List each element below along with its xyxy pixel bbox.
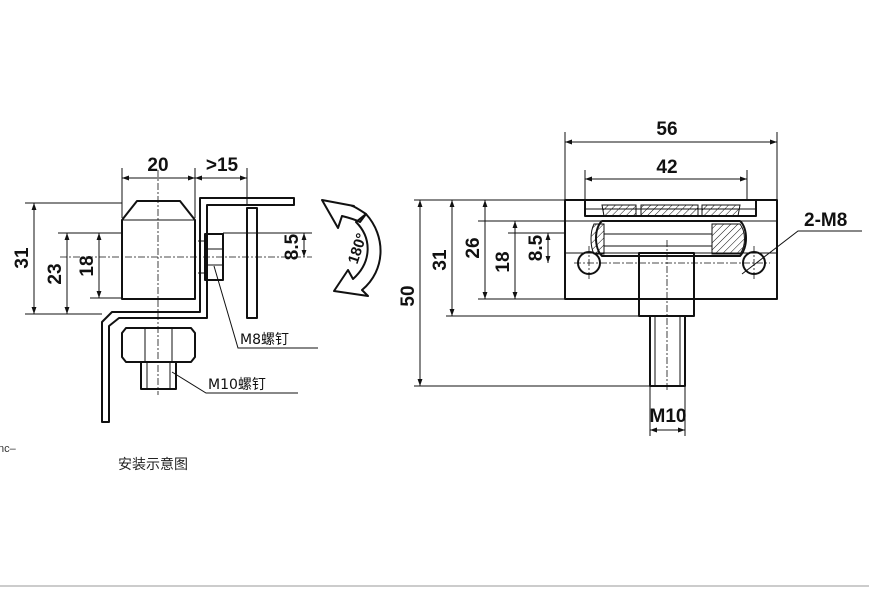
caption: 安装示意图 xyxy=(118,456,188,473)
dim-width-56: 56 xyxy=(656,119,677,140)
label-m10-screw: M10螺钉 xyxy=(208,377,266,393)
dim-height-31: 31 xyxy=(430,249,451,271)
right-view: 56 42 50 31 26 18 8.5 M10 2-M8 xyxy=(398,119,862,436)
dim-gap-15: >15 xyxy=(206,155,239,176)
dim-height-8-5: 8.5 xyxy=(282,233,303,260)
m10-stud xyxy=(638,252,695,387)
dim-height-50: 50 xyxy=(398,285,419,306)
dim-height-18: 18 xyxy=(493,251,514,272)
dim-height-8-5: 8.5 xyxy=(526,234,547,261)
fragment-text: nc– xyxy=(0,443,17,455)
latch-body xyxy=(121,200,196,300)
left-view: 20 >15 31 23 18 8.5 M8螺钉 M10螺钉 xyxy=(12,155,318,423)
mounting-bracket xyxy=(101,197,295,423)
vertical-plate xyxy=(246,207,258,319)
dim-height-31: 31 xyxy=(12,247,33,269)
m10-nut xyxy=(121,327,196,390)
dim-height-18: 18 xyxy=(77,255,98,276)
rotation-arrow-icon: 180° xyxy=(321,199,382,297)
dim-width-42: 42 xyxy=(656,157,677,178)
cam-section xyxy=(590,204,747,257)
label-2-m8: 2-M8 xyxy=(804,210,847,231)
dim-height-23: 23 xyxy=(45,263,66,284)
dim-height-26: 26 xyxy=(463,237,484,258)
dim-thread-m10: M10 xyxy=(650,406,687,427)
dim-width-20: 20 xyxy=(147,155,168,176)
label-m8-screw: M8螺钉 xyxy=(240,332,289,348)
